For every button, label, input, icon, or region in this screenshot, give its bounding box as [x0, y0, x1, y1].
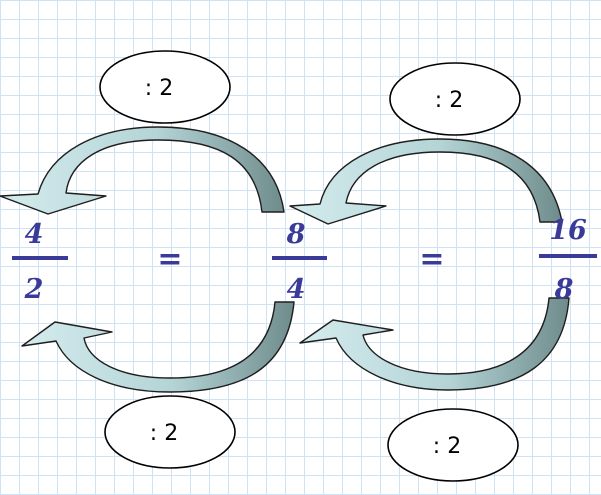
oval-bottom-right: : 2 [387, 408, 519, 482]
operation-label-bottom-right: : 2 [433, 434, 461, 459]
fraction-2-bar [272, 256, 327, 260]
oval-top-right: : 2 [389, 62, 521, 136]
equals-sign-1: = [157, 242, 182, 277]
curved-arrow-top-left [0, 126, 285, 215]
curved-arrow-top-right [289, 138, 563, 225]
fraction-3-numerator: 16 [549, 215, 587, 246]
fraction-2-numerator: 8 [286, 219, 306, 250]
curved-arrow-bottom-left [21, 301, 295, 393]
operation-label-top-left: : 2 [145, 76, 173, 101]
equals-sign-2: = [419, 242, 444, 277]
curved-arrow-bottom-right [299, 297, 570, 391]
operation-label-bottom-left: : 2 [150, 421, 178, 446]
oval-bottom-left: : 2 [104, 395, 236, 469]
fraction-1-bar [12, 256, 68, 260]
fraction-3-denominator: 8 [554, 274, 574, 305]
fraction-1-numerator: 4 [25, 219, 44, 250]
fraction-1-denominator: 2 [24, 274, 44, 305]
fraction-2-denominator: 4 [287, 274, 306, 305]
fraction-1: 4 2 [12, 219, 68, 305]
operation-label-top-right: : 2 [435, 88, 463, 113]
fraction-2: 8 4 [272, 219, 327, 305]
oval-top-left: : 2 [99, 50, 231, 124]
fraction-3: 16 8 [539, 215, 597, 305]
fraction-3-bar [539, 254, 597, 258]
